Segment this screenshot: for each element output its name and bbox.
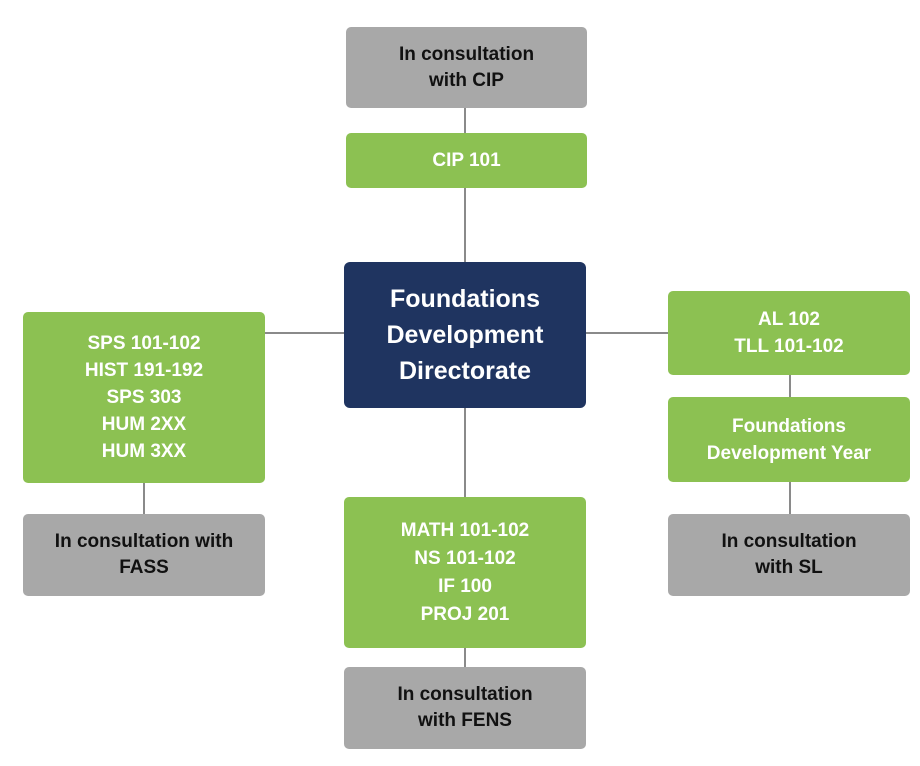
left-consultation-box: In consultation with FASS: [23, 514, 265, 596]
bottom-course: IF 100: [438, 575, 492, 597]
left-course: HUM 2XX: [101, 414, 187, 435]
center-line-2: Development: [386, 321, 544, 349]
bottom-courses-box: MATH 101-102 NS 101-102 IF 100 PROJ 201: [344, 497, 586, 648]
right-year-line-1: Foundations: [732, 415, 846, 437]
bottom-consultation-box: In consultation with FENS: [344, 667, 586, 749]
left-course: HUM 3XX: [101, 441, 187, 462]
bottom-consultation-line-1: In consultation: [397, 684, 533, 705]
right-foundations-year-box: Foundations Development Year: [668, 397, 910, 482]
top-course-label: CIP 101: [432, 150, 501, 171]
right-consultation-line-1: In consultation: [721, 531, 857, 552]
center-directorate-box: Foundations Development Directorate: [344, 262, 586, 408]
right-course: AL 102: [758, 309, 820, 330]
center-line-1: Foundations: [390, 285, 540, 313]
bottom-course: MATH 101-102: [400, 519, 530, 541]
bottom-course: NS 101-102: [414, 547, 516, 569]
right-year-line-2: Development Year: [706, 442, 872, 464]
left-course: HIST 191-192: [84, 360, 204, 381]
right-course: TLL 101-102: [734, 336, 844, 357]
bottom-course: PROJ 201: [420, 603, 510, 625]
left-courses-box: SPS 101-102 HIST 191-192 SPS 303 HUM 2XX…: [23, 312, 265, 483]
right-courses-box: AL 102 TLL 101-102: [668, 291, 910, 375]
right-consultation-line-2: with SL: [755, 557, 823, 578]
top-consultation-box: In consultation with CIP: [346, 27, 587, 108]
center-line-3: Directorate: [399, 357, 531, 385]
left-course: SPS 101-102: [87, 333, 201, 354]
left-consultation-line-2: FASS: [119, 557, 169, 578]
left-course: SPS 303: [106, 387, 182, 408]
bottom-consultation-line-2: with FENS: [418, 710, 512, 731]
top-consultation-line-1: In consultation: [398, 43, 535, 65]
right-consultation-box: In consultation with SL: [668, 514, 910, 596]
top-course-box: CIP 101: [346, 133, 587, 188]
left-consultation-line-1: In consultation with: [54, 531, 234, 552]
top-consultation-line-2: with CIP: [429, 69, 504, 91]
